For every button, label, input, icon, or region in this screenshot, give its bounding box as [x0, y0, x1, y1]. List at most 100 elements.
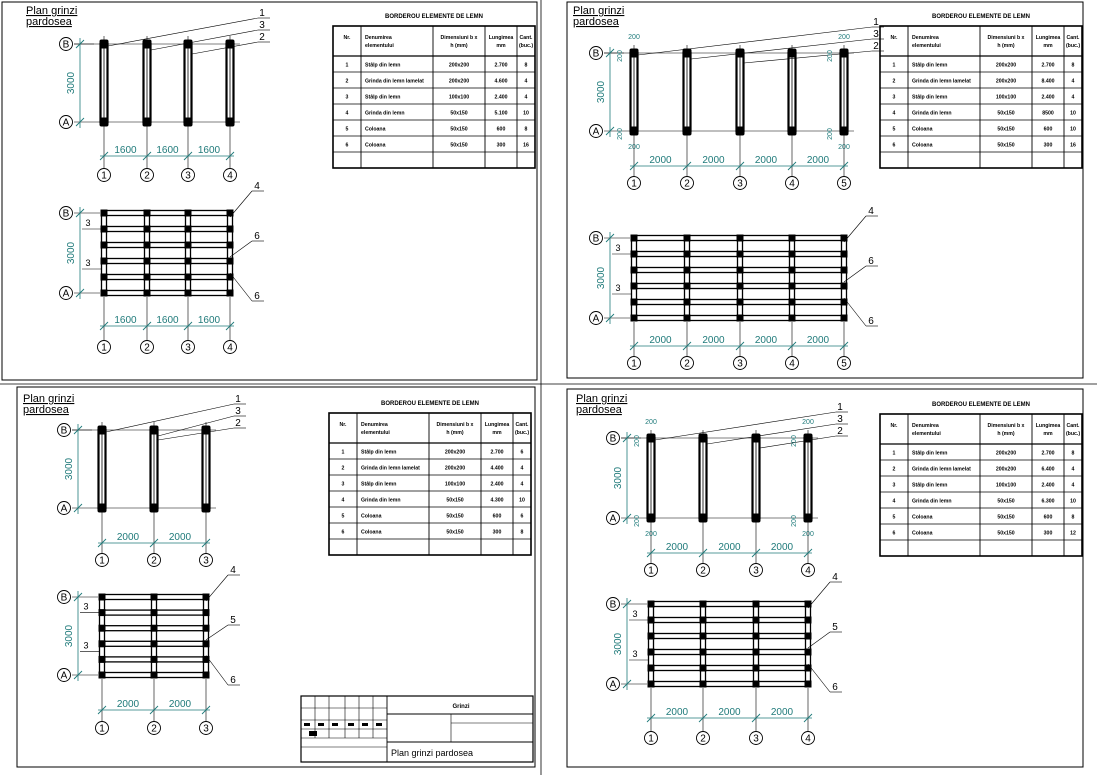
callout-leader: [743, 50, 873, 64]
table-cell-r6-c5: 16: [1070, 143, 1076, 149]
table-cell-r2-c4: 8.400: [1042, 79, 1055, 85]
table-cell-r1-c2: Stâlp din lemn: [365, 63, 400, 69]
beam-joint: [752, 616, 760, 624]
dim-span-top-2: 1600: [156, 145, 179, 156]
material-schedule-table: BORDEROU ELEMENTE DE LEMNNr.Denumireaele…: [879, 14, 1083, 169]
panel-title-line1: Plan grinzi: [573, 5, 624, 17]
table-cell-r3-c2: Stâlp din lemn: [912, 95, 947, 101]
table-cell-r2-c1: 2: [346, 79, 349, 85]
joist-beam: [101, 257, 233, 265]
table-header-2-a: Denumirea: [912, 423, 939, 429]
beam-joint: [100, 209, 108, 217]
panel-title-line1: Plan grinzi: [26, 5, 77, 17]
table-header-5-b: (buc.): [1066, 431, 1080, 437]
dim-tick: [73, 503, 83, 513]
callout-top-3: 3: [837, 414, 843, 425]
grid-letter-top-B-bubble: [589, 46, 603, 60]
dim-span-bottom-1: 2000: [117, 699, 140, 710]
beam-joint: [100, 273, 108, 281]
beam-joint: [630, 266, 638, 274]
beam-joint: [840, 266, 848, 274]
grid-number-top-4-label: 4: [227, 171, 233, 182]
grid-number-bottom-3-label: 3: [737, 359, 743, 370]
grid-number-bottom-4-bubble: [801, 731, 815, 745]
grid-letter-bottom-B-bubble: [606, 597, 620, 611]
grid-number-bottom-1-bubble: [644, 731, 658, 745]
dim-tick: [73, 425, 83, 435]
table-cell-r2-c3: 200x200: [445, 466, 465, 472]
table-cell-r5-c2: Coloana: [361, 514, 382, 520]
beam-joint: [226, 273, 234, 281]
grid-number-bottom-3-bubble: [181, 340, 195, 354]
grid-number-top-3-label: 3: [203, 556, 209, 567]
table-cell-r2-c4: 6.400: [1042, 467, 1055, 473]
table-cell-r1-c4: 2.700: [491, 450, 504, 456]
beam-joint: [804, 680, 812, 688]
panel-title-line2: pardosea: [573, 16, 620, 28]
table-cell-r5-c1: 5: [893, 127, 896, 133]
dim-span-top-3: 1600: [198, 145, 221, 156]
dim-small-side: 200: [827, 128, 834, 140]
title-block-mark: [318, 723, 324, 726]
callout-right-leader: [843, 215, 867, 243]
callout-top-1: 1: [259, 8, 265, 19]
callout-left-1: 3: [615, 243, 620, 253]
grid-letter-bottom-B-label: B: [63, 209, 70, 220]
panel-frame-4: [566, 388, 1084, 768]
table-cell-r2-c3: 200x200: [996, 79, 1016, 85]
table-cell-r4-c4: 4.300: [491, 498, 504, 504]
grid-number-top-2-label: 2: [144, 171, 150, 182]
cross-beam: [98, 596, 106, 676]
grid-letter-top-B-label: B: [63, 40, 70, 51]
table-title: BORDEROU ELEMENTE DE LEMN: [385, 14, 483, 20]
table-cell-r3-c2: Stâlp din lemn: [361, 482, 396, 488]
grid-number-top-4-bubble: [801, 563, 815, 577]
table-cell-r5-c3: 50x150: [997, 127, 1014, 133]
dim-span-top-1: 2000: [117, 532, 140, 543]
dim-small-top: 200: [628, 34, 640, 41]
grid-number-top-2-bubble: [680, 176, 694, 190]
grid-number-bottom-3-label: 3: [753, 734, 759, 745]
table-cell-r2-c2: Grinda din lemn lamelat: [912, 79, 971, 85]
dim-small-top: 200: [645, 419, 657, 426]
grid-number-top-2-bubble: [147, 553, 161, 567]
joist-beam: [101, 209, 233, 217]
beam-joint: [150, 593, 158, 601]
table-cell-r3-c5: 4: [1072, 483, 1075, 489]
callout-left-2: 3: [83, 641, 88, 651]
post-bottom-block: [839, 126, 849, 136]
table-cell-r1-c1: 1: [893, 451, 896, 457]
table-cell-r4-c2: Grinda din lemn: [912, 499, 952, 505]
post-bottom-block: [142, 117, 152, 127]
panel-frame-3: [16, 386, 536, 768]
beam-joint: [226, 241, 234, 249]
table-cell-r1-c2: Stâlp din lemn: [361, 450, 396, 456]
table-header-3-a: Dimensiuni b x: [988, 35, 1025, 41]
dim-span-top-4: 2000: [807, 155, 830, 166]
callout-left-2: 3: [615, 283, 620, 293]
table-header-3-b: h (mm): [446, 430, 464, 436]
table-header-2-b: elementului: [361, 430, 390, 436]
table-title: BORDEROU ELEMENTE DE LEMN: [381, 401, 479, 407]
post-top-block: [225, 39, 235, 49]
dim-tick: [803, 548, 813, 558]
title-block-header: Grinzi: [452, 704, 469, 710]
title-block-mark: [304, 723, 310, 726]
grid-number-top-4-bubble: [785, 176, 799, 190]
table-cell-r4-c1: 4: [346, 111, 349, 117]
dim-small-side: 200: [791, 515, 798, 527]
grid-number-top-2-label: 2: [151, 556, 157, 567]
cross-beam: [699, 603, 707, 685]
table-cell-r5-c2: Coloana: [912, 515, 933, 521]
beam-joint: [699, 616, 707, 624]
cross-beam: [202, 596, 210, 676]
dim-small-side: 200: [617, 128, 624, 140]
beam-joint: [804, 664, 812, 672]
beam-joint: [202, 655, 210, 663]
table-cell-r1-c3: 200x200: [445, 450, 465, 456]
table-cell-r1-c5: 8: [1072, 451, 1075, 457]
grid-number-top-2-bubble: [696, 563, 710, 577]
table-border: [879, 25, 1083, 169]
grid-number-top-2-label: 2: [684, 179, 690, 190]
